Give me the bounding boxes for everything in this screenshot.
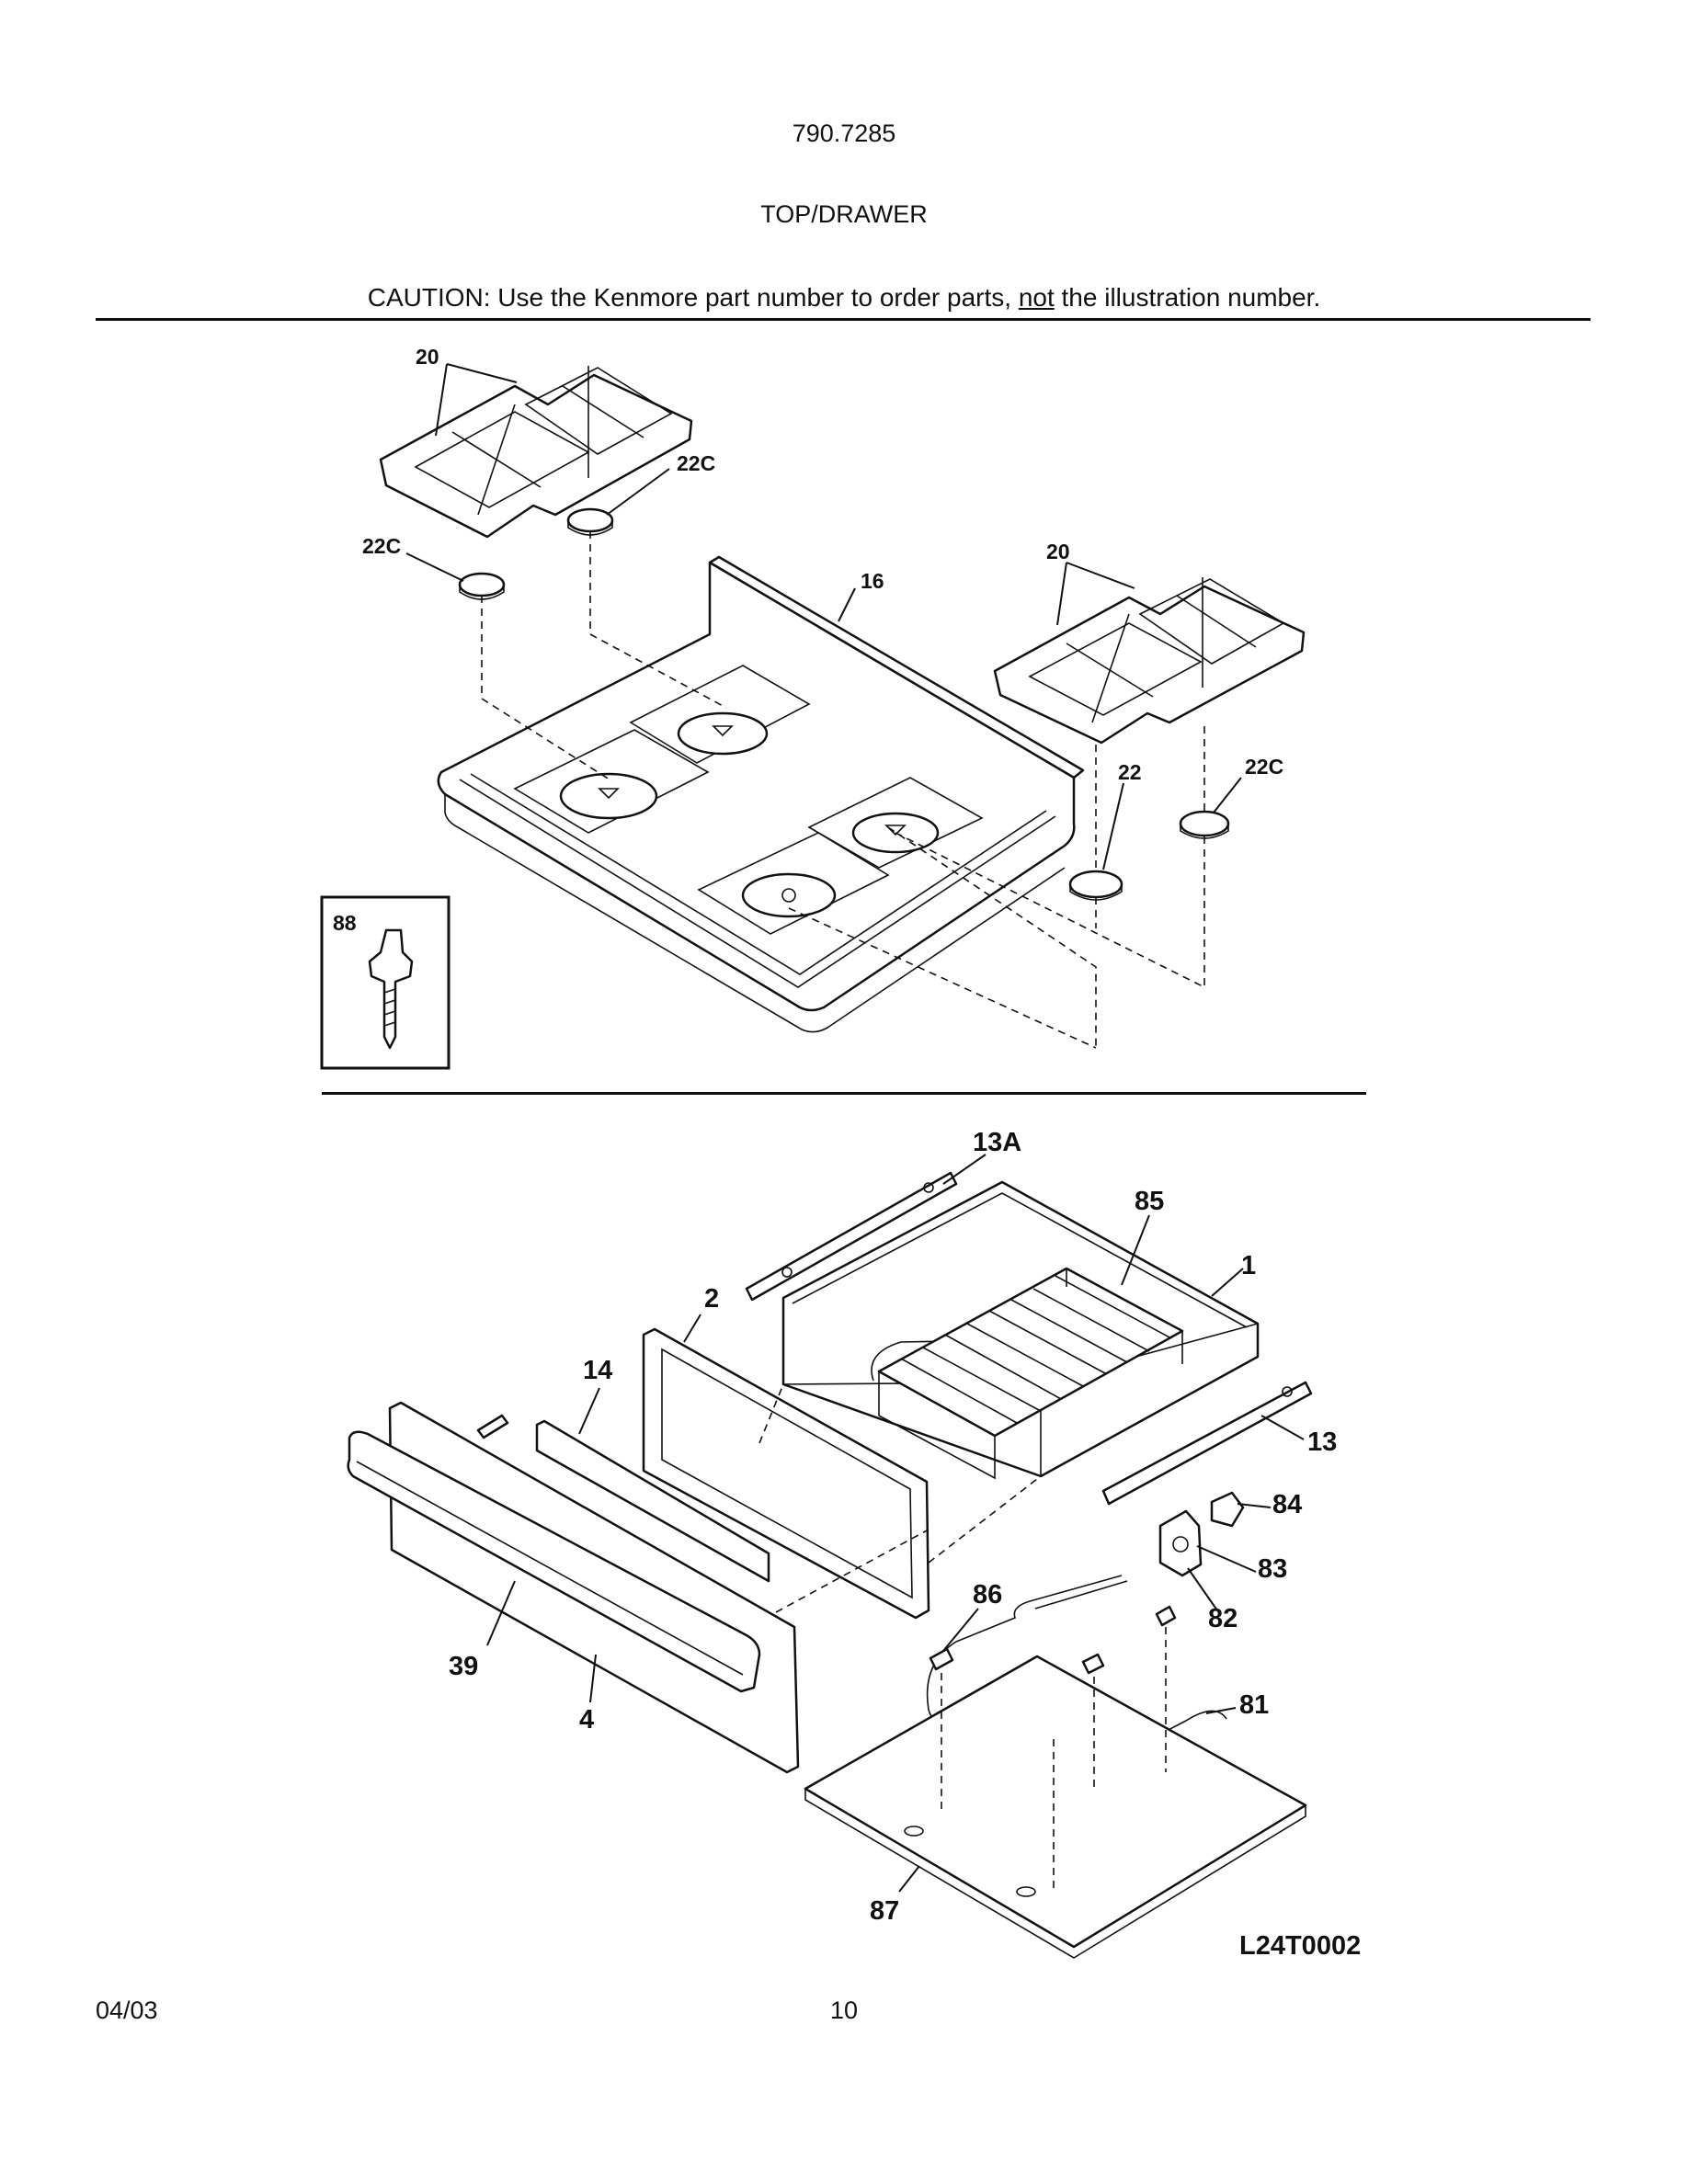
caution-prefix: CAUTION: Use the Kenmore part number to … bbox=[367, 283, 1019, 312]
model-number: 790.7285 bbox=[792, 119, 896, 147]
callout-cooktop: 16 bbox=[861, 569, 884, 593]
grate-left bbox=[379, 366, 693, 539]
assembly-lines-bottom bbox=[758, 1383, 1167, 1888]
page-number: 10 bbox=[829, 1996, 859, 2024]
callout-bottom-pan: 87 bbox=[870, 1896, 899, 1926]
bottom-pan bbox=[804, 1655, 1307, 1959]
drawer-panel-outer bbox=[347, 1401, 800, 1774]
trim-strip bbox=[535, 1419, 770, 1583]
callout-drawer-panel: 4 bbox=[579, 1705, 594, 1735]
burner-cap-left bbox=[458, 572, 506, 600]
section-title: TOP/DRAWER bbox=[760, 200, 928, 228]
callout-rail-right: 13 bbox=[1307, 1428, 1337, 1457]
callout-trim-strip: 14 bbox=[583, 1356, 612, 1385]
callout-rail-left: 13A bbox=[973, 1128, 1021, 1157]
assembly-lines-top bbox=[481, 531, 1205, 1049]
callout-cap-right: 22C bbox=[1245, 755, 1283, 779]
top-leader-lines bbox=[405, 363, 1242, 870]
callout-drawer-body: 1 bbox=[1241, 1251, 1256, 1280]
switch-bracket bbox=[1158, 1491, 1245, 1577]
cooktop-panel bbox=[437, 555, 1085, 1033]
callout-handle: 39 bbox=[449, 1652, 478, 1681]
drawer-rail-right bbox=[1101, 1381, 1313, 1506]
callout-bracket-low: 82 bbox=[1208, 1604, 1237, 1633]
callout-element: 81 bbox=[1239, 1690, 1269, 1720]
callout-bracket-top: 84 bbox=[1272, 1490, 1302, 1519]
inset-box bbox=[320, 895, 451, 1070]
burner-cap-upper bbox=[566, 507, 614, 536]
grate-right bbox=[993, 577, 1306, 745]
header-divider bbox=[96, 318, 1591, 321]
drawer-screw bbox=[476, 1414, 509, 1439]
callout-rack: 85 bbox=[1135, 1187, 1164, 1216]
callout-bracket-mid: 83 bbox=[1258, 1554, 1287, 1584]
callout-grate-left: 20 bbox=[416, 345, 439, 369]
drawing-id: L24T0002 bbox=[1239, 1931, 1361, 1961]
callout-cap-upper: 22C bbox=[677, 451, 715, 475]
caution-emphasis: not bbox=[1018, 283, 1055, 312]
callout-clip: 86 bbox=[973, 1580, 1002, 1610]
callout-drawer-front-inner: 2 bbox=[704, 1284, 719, 1314]
burner-cap-front bbox=[1068, 870, 1123, 901]
drawer-rail-left bbox=[745, 1171, 958, 1302]
caution-notice: CAUTION: Use the Kenmore part number to … bbox=[0, 283, 1688, 313]
footer-date: 04/03 bbox=[96, 1996, 158, 2024]
callout-inset-part: 88 bbox=[333, 911, 357, 935]
caution-suffix: the illustration number. bbox=[1054, 283, 1321, 312]
drawer-front-inner bbox=[642, 1327, 930, 1620]
drawer-leader-lines bbox=[486, 1154, 1305, 1893]
wire-rack bbox=[877, 1267, 1184, 1480]
callout-grate-right: 20 bbox=[1046, 540, 1070, 563]
burner-cap-right bbox=[1179, 810, 1230, 839]
callout-cap-front: 22 bbox=[1118, 760, 1142, 784]
section-divider bbox=[322, 1092, 1366, 1095]
callout-cap-left: 22C bbox=[362, 534, 401, 558]
